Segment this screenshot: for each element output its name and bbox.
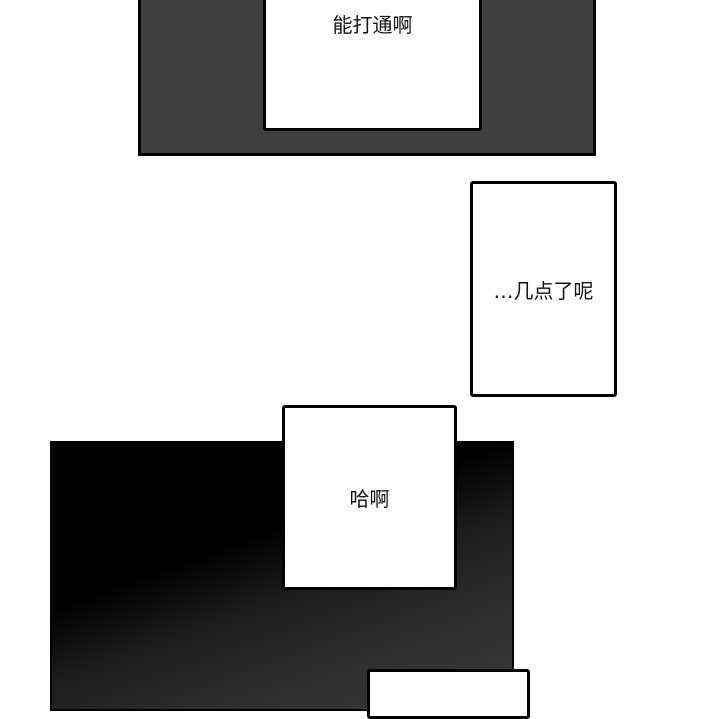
middle-speech-text: 哈啊 [349, 487, 390, 511]
right-speech-text: …几点了呢 [493, 278, 594, 303]
top-speech-text: 能打通啊 [332, 13, 413, 37]
right-speech-box: …几点了呢 [470, 181, 617, 397]
middle-speech-box: 哈啊 [282, 405, 457, 590]
top-speech-box: 能打通啊 [263, 0, 482, 131]
bottom-speech-box [367, 669, 530, 719]
